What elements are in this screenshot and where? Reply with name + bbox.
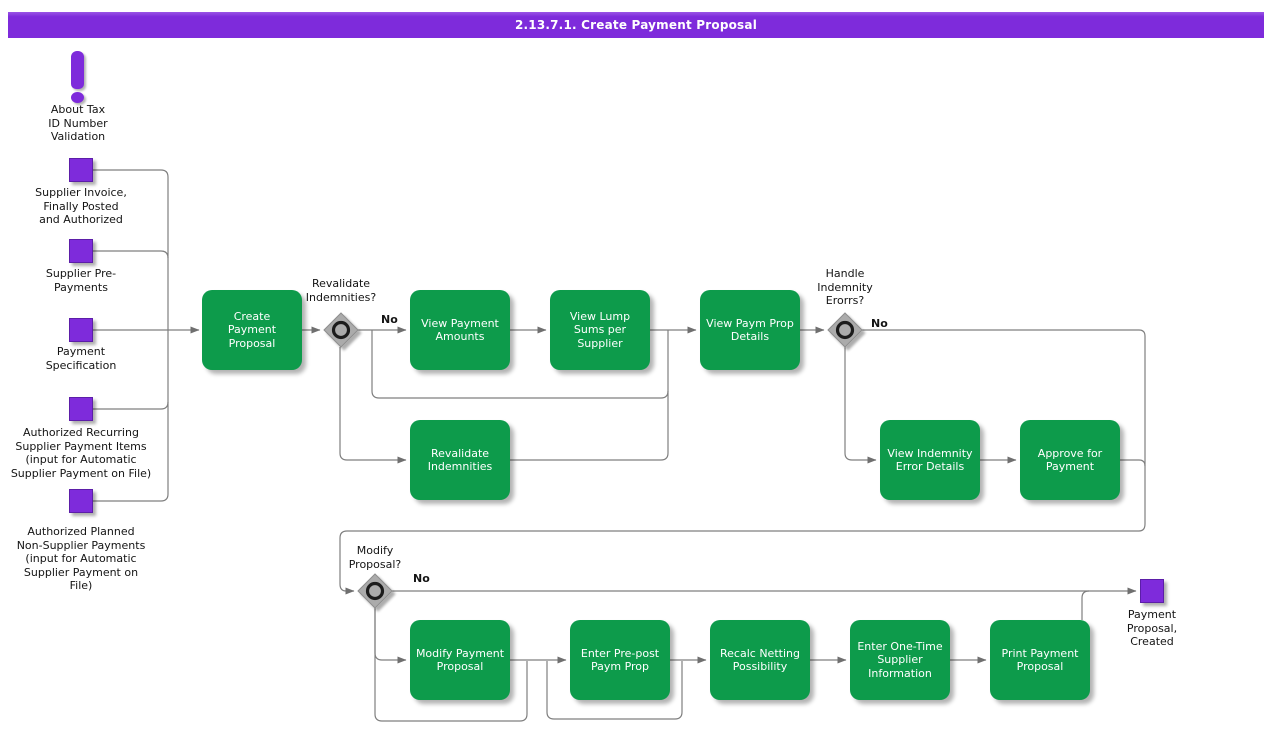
- decision-handle-indemnity-errors: [827, 312, 863, 348]
- event-authorized-planned-payments-label: Authorized Planned Non-Supplier Payments…: [16, 525, 146, 592]
- event-supplier-invoice-label: Supplier Invoice, Finally Posted and Aut…: [35, 186, 127, 226]
- task-approve-for-payment[interactable]: Approve for Payment: [1020, 420, 1120, 500]
- branch-no-label-1: No: [381, 313, 398, 326]
- task-recalc-netting-possibility[interactable]: Recalc Netting Possibility: [710, 620, 810, 700]
- flow-decision2-no-to-decision3: [339, 329, 1146, 595]
- diagram-title-bar: 2.13.7.1. Create Payment Proposal: [8, 12, 1264, 38]
- decision-modify-proposal-label: Modify Proposal?: [348, 544, 402, 571]
- event-supplier-prepayments-label: Supplier Pre- Payments: [45, 267, 117, 294]
- flow-revalidate-merge-up: [510, 330, 669, 461]
- task-view-lump-sums[interactable]: View Lump Sums per Supplier: [550, 290, 650, 370]
- task-view-paym-prop-details[interactable]: View Paym Prop Details: [700, 290, 800, 370]
- flow-approve-merge-right: [1120, 459, 1146, 467]
- event-authorized-recurring-items-label: Authorized Recurring Supplier Payment It…: [10, 426, 152, 480]
- flow-decision2-yes-to-error-details: [844, 347, 877, 464]
- task-enter-onetime-supplier-info[interactable]: Enter One-Time Supplier Information: [850, 620, 950, 700]
- branch-no-label-2: No: [871, 317, 888, 330]
- flow-event5-to-collector: [93, 493, 169, 502]
- decision-handle-indemnity-errors-label: Handle Indemnity Erorrs?: [817, 267, 873, 307]
- exclamation-icon[interactable]: [71, 51, 84, 89]
- task-enter-prepost-paym-prop[interactable]: Enter Pre-post Paym Prop: [570, 620, 670, 700]
- task-create-payment-proposal[interactable]: Create Payment Proposal: [202, 290, 302, 370]
- event-payment-proposal-created[interactable]: [1140, 579, 1164, 603]
- event-payment-specification-label: Payment Specification: [45, 345, 117, 372]
- flow-bypass-view-steps: [371, 330, 669, 399]
- decision-revalidate-indemnities: [323, 312, 359, 348]
- note-label: About Tax ID Number Validation: [48, 103, 108, 143]
- decision-modify-proposal: [357, 573, 393, 609]
- flow-event4-to-collector: [93, 401, 169, 410]
- event-payment-specification[interactable]: [69, 318, 93, 342]
- flow-event1-to-collector: [93, 169, 169, 178]
- flow-print-merge-up: [1081, 590, 1090, 620]
- flow-modify-loopback: [374, 608, 528, 722]
- exclamation-icon-dot[interactable]: [71, 92, 84, 103]
- branch-no-label-3: No: [413, 572, 430, 585]
- task-view-indemnity-error-details[interactable]: View Indemnity Error Details: [880, 420, 980, 500]
- task-revalidate-indemnities[interactable]: Revalidate Indemnities: [410, 420, 510, 500]
- decision-circle-icon: [365, 581, 385, 601]
- flow-decision1-yes-to-revalidate: [339, 347, 407, 464]
- task-print-payment-proposal[interactable]: Print Payment Proposal: [990, 620, 1090, 700]
- diagram-title: 2.13.7.1. Create Payment Proposal: [514, 18, 758, 32]
- flow-decision3-yes-to-modify: [374, 608, 407, 664]
- event-authorized-recurring-items[interactable]: [69, 397, 93, 421]
- decision-circle-icon: [835, 320, 855, 340]
- event-supplier-invoice[interactable]: [69, 158, 93, 182]
- decision-circle-icon: [331, 320, 351, 340]
- flow-prepost-loopback: [546, 661, 683, 720]
- flow-event2-to-collector: [93, 250, 169, 259]
- task-modify-payment-proposal[interactable]: Modify Payment Proposal: [410, 620, 510, 700]
- event-supplier-prepayments[interactable]: [69, 239, 93, 263]
- event-authorized-planned-payments[interactable]: [69, 489, 93, 513]
- event-payment-proposal-created-label: Payment Proposal, Created: [1126, 608, 1178, 648]
- task-view-payment-amounts[interactable]: View Payment Amounts: [410, 290, 510, 370]
- decision-revalidate-indemnities-label: Revalidate Indemnities?: [305, 277, 377, 304]
